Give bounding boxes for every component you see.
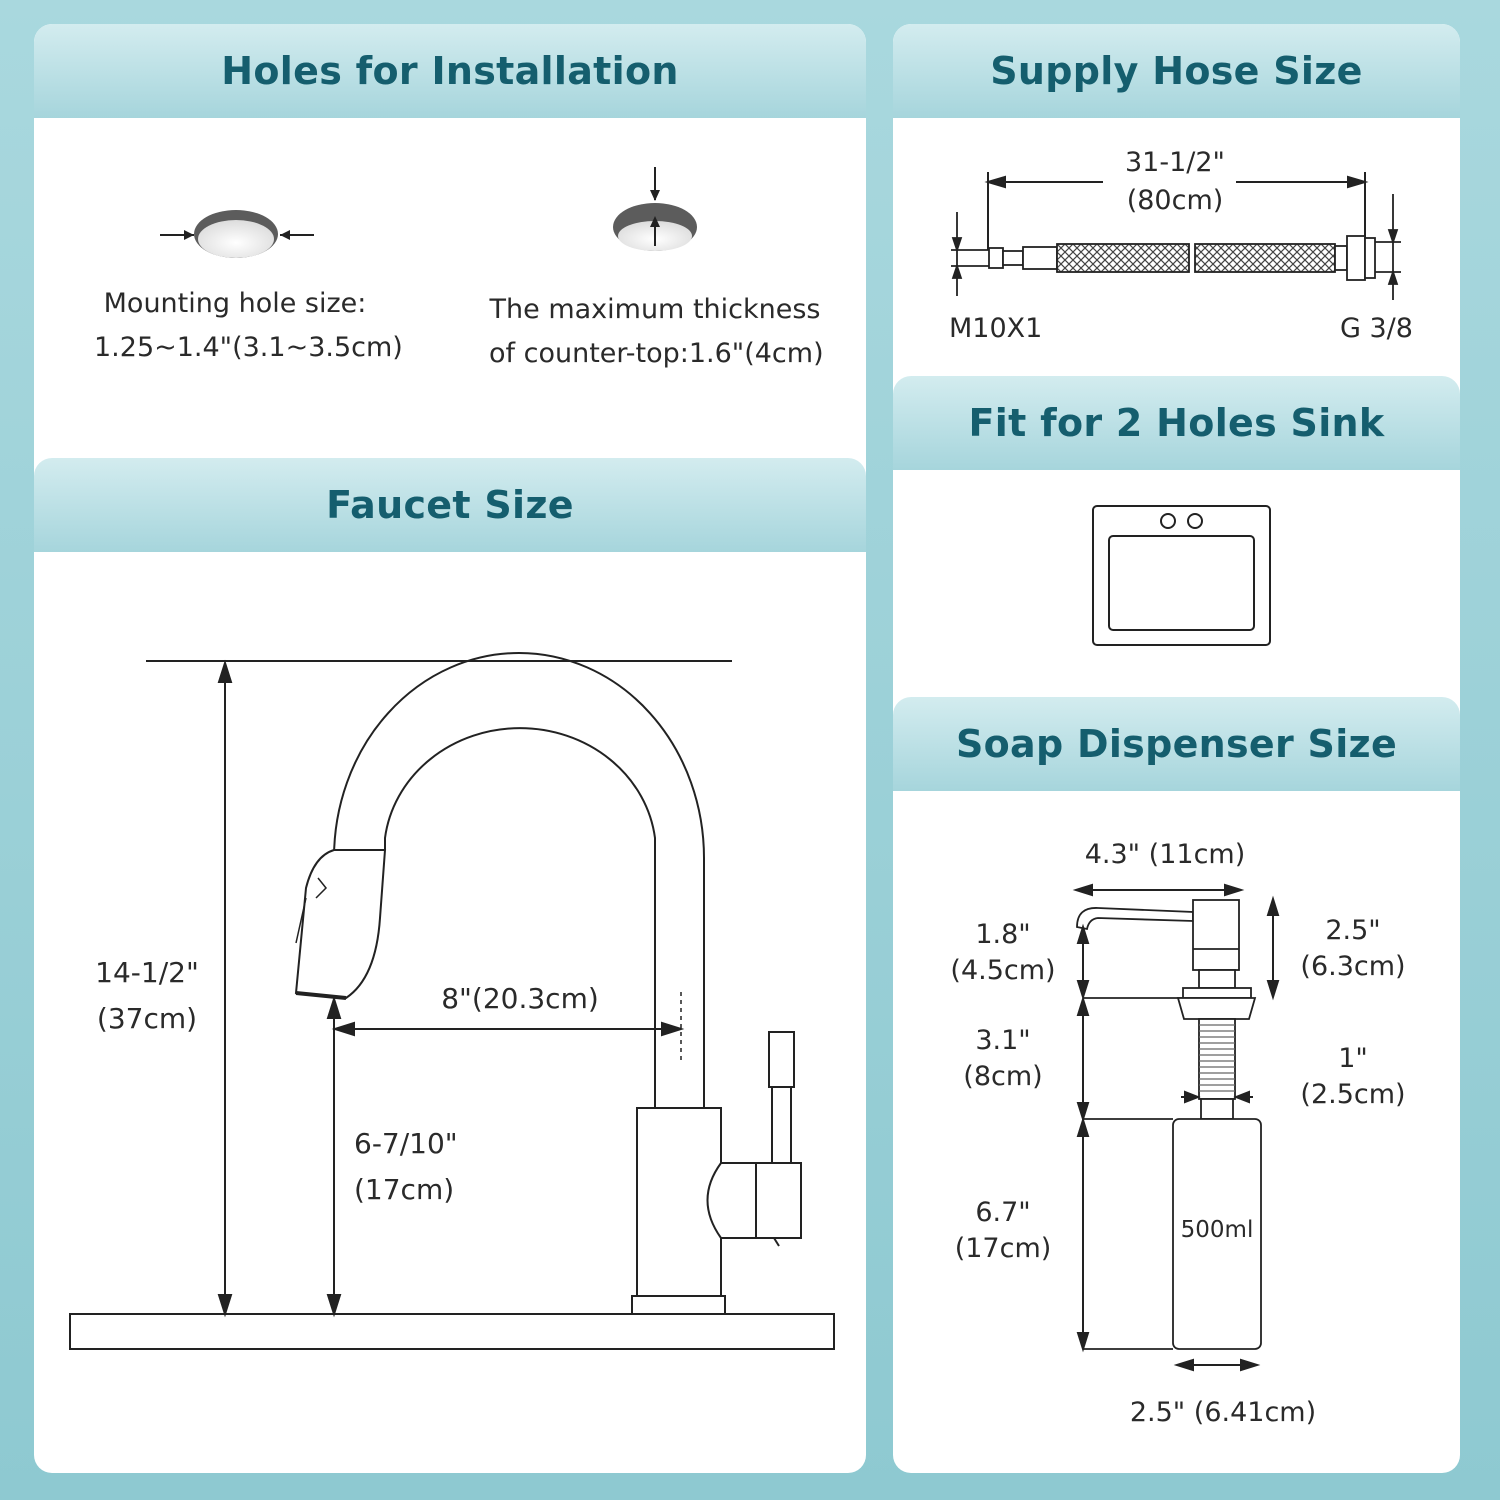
spout-height-line1: 6-7/10" xyxy=(354,1127,458,1160)
bottle-height-line1: 6.7" xyxy=(975,1197,1031,1228)
faucet-diagram xyxy=(69,652,835,1350)
thickness-line1: The maximum thickness xyxy=(489,294,821,325)
hose-header: Supply Hose Size xyxy=(893,24,1460,118)
two-hole-sink-icon xyxy=(1092,505,1271,646)
holes-panel: Holes for Installation Mounting hole siz… xyxy=(34,24,866,494)
holes-header: Holes for Installation xyxy=(34,24,866,118)
head-height-line2: (6.3cm) xyxy=(1300,951,1406,982)
nozzle-height-line2: (4.5cm) xyxy=(950,955,1056,986)
sink-header: Fit for 2 Holes Sink xyxy=(893,376,1460,470)
mounting-hole-icon xyxy=(160,167,697,258)
mounting-hole-line1: Mounting hole size: xyxy=(103,288,367,319)
thickness-line2: of counter-top:1.6"(4cm) xyxy=(489,337,824,369)
shank-diameter-label: 1" (2.5cm) xyxy=(1293,1041,1413,1113)
bottle-capacity-label: 500ml xyxy=(1180,1217,1254,1243)
right-thread-label: G 3/8 xyxy=(1340,313,1413,344)
nozzle-height-label: 1.8" (4.5cm) xyxy=(943,917,1063,989)
hose-title: Supply Hose Size xyxy=(990,49,1363,93)
soap-header: Soap Dispenser Size xyxy=(893,697,1460,791)
faucet-height-label: 14-1/2" (37cm) xyxy=(84,950,210,1042)
sink-panel: Fit for 2 Holes Sink xyxy=(893,376,1460,736)
head-height-label: 2.5" (6.3cm) xyxy=(1293,913,1413,985)
sink-title: Fit for 2 Holes Sink xyxy=(968,401,1385,445)
faucet-height-line1: 14-1/2" xyxy=(95,956,199,989)
bottle-height-label: 6.7" (17cm) xyxy=(943,1195,1063,1267)
shank-length-label: 3.1" (8cm) xyxy=(943,1023,1063,1095)
faucet-header: Faucet Size xyxy=(34,458,866,552)
shank-length-line2: (8cm) xyxy=(963,1061,1043,1092)
thickness-label: The maximum thickness of counter-top:1.6… xyxy=(489,292,824,371)
hose-panel: Supply Hose Size xyxy=(893,24,1460,419)
faucet-height-line2: (37cm) xyxy=(96,1002,198,1035)
soap-width-label: 4.3" (11cm) xyxy=(1084,839,1246,870)
mounting-hole-label: Mounting hole size: 1.25~1.4"(3.1~3.5cm) xyxy=(94,286,403,365)
bottle-height-line2: (17cm) xyxy=(954,1233,1052,1264)
faucet-panel: Faucet Size xyxy=(34,458,866,1473)
hose-length-label: 31-1/2" (80cm) xyxy=(1093,144,1257,220)
mounting-hole-line2: 1.25~1.4"(3.1~3.5cm) xyxy=(94,331,403,363)
spout-height-label: 6-7/10" (17cm) xyxy=(354,1121,458,1213)
shank-diameter-line2: (2.5cm) xyxy=(1300,1079,1406,1110)
holes-title: Holes for Installation xyxy=(221,49,679,93)
soap-title: Soap Dispenser Size xyxy=(955,722,1398,766)
head-height-line1: 2.5" xyxy=(1325,915,1381,946)
spout-height-line2: (17cm) xyxy=(354,1173,455,1206)
supply-hose-diagram xyxy=(951,172,1401,300)
faucet-reach-label: 8"(20.3cm) xyxy=(441,982,599,1015)
shank-length-line1: 3.1" xyxy=(975,1025,1031,1056)
shank-diameter-line1: 1" xyxy=(1338,1043,1368,1074)
nozzle-height-line1: 1.8" xyxy=(975,919,1031,950)
soap-dispenser-diagram xyxy=(1072,883,1280,1372)
faucet-title: Faucet Size xyxy=(326,483,574,527)
bottle-width-label: 2.5" (6.41cm) xyxy=(1129,1397,1317,1428)
hose-length-line2: (80cm) xyxy=(1126,185,1224,216)
left-thread-label: M10X1 xyxy=(949,313,1043,344)
hose-length-line1: 31-1/2" xyxy=(1125,147,1225,178)
soap-panel: Soap Dispenser Size xyxy=(893,697,1460,1473)
